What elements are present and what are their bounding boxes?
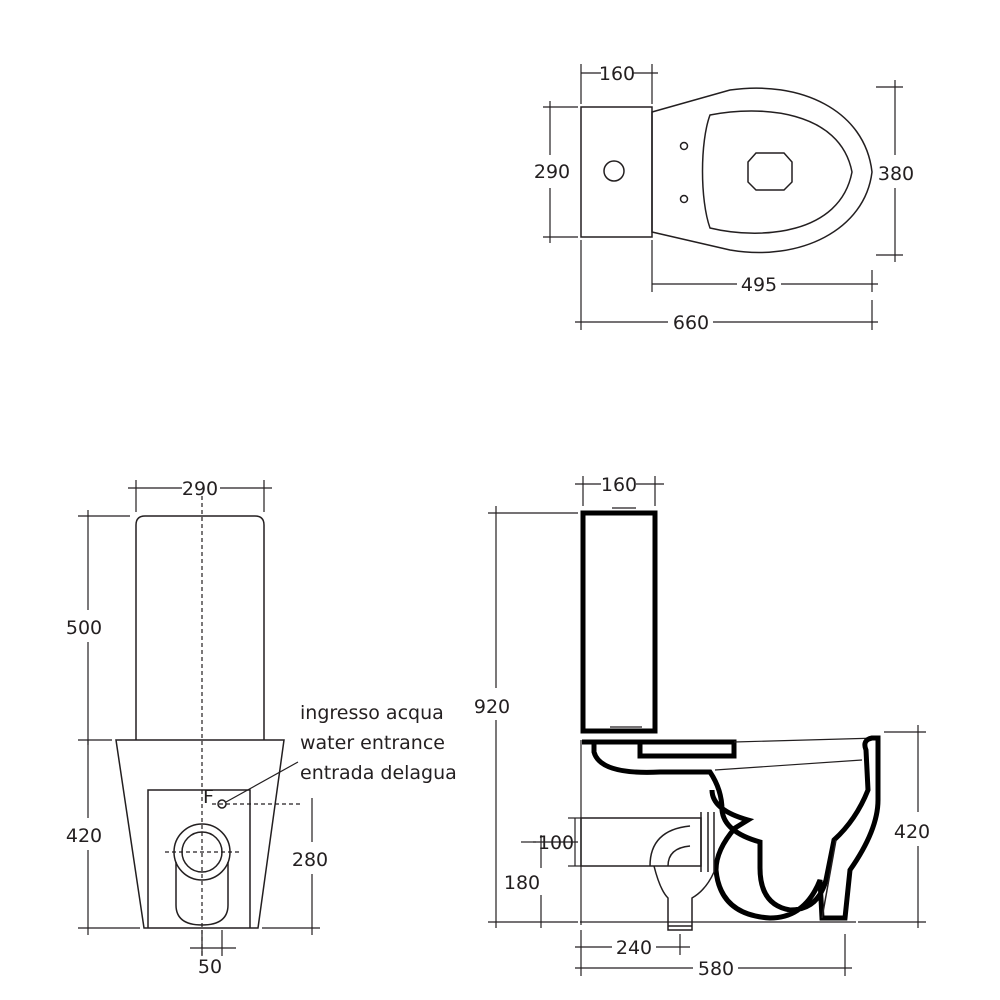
dim-label: 380 bbox=[878, 163, 914, 185]
dim-label: 920 bbox=[474, 696, 510, 718]
dim-top-bowl-length: 495 bbox=[651, 240, 878, 296]
dim-side-outlet-offset: 240 bbox=[575, 930, 690, 959]
top-view-flush-button bbox=[603, 160, 625, 182]
dim-label: 660 bbox=[673, 312, 709, 334]
top-view-hinge-hole bbox=[679, 141, 689, 151]
inlet-marker: F bbox=[203, 786, 214, 808]
front-view-tank bbox=[135, 515, 265, 740]
dim-top-bowl-width: 380 bbox=[876, 80, 914, 262]
dim-label: 100 bbox=[538, 832, 574, 854]
top-view: 160 290 380 495 bbox=[534, 63, 914, 334]
water-inlet-label-it: ingresso acqua bbox=[300, 702, 444, 724]
top-view-bowl-outline bbox=[651, 87, 873, 254]
dim-front-bowl-height: 420 bbox=[66, 740, 140, 935]
dim-side-total-depth: 580 bbox=[575, 934, 852, 980]
water-inlet-label-es: entrada delagua bbox=[300, 762, 457, 784]
dim-label: 160 bbox=[601, 474, 637, 496]
dim-label: 420 bbox=[66, 825, 102, 847]
front-view-bowl bbox=[115, 739, 285, 929]
dim-front-width: 290 bbox=[128, 478, 272, 512]
side-view: 160 920 420 100 bbox=[474, 474, 930, 980]
dim-side-total-height: 920 bbox=[474, 506, 578, 928]
dim-side-bowl-height: 420 bbox=[858, 725, 930, 928]
dim-label: 50 bbox=[198, 956, 222, 978]
dim-top-tank-depth: 160 bbox=[580, 63, 658, 104]
dim-label: 420 bbox=[894, 821, 930, 843]
side-view-seat bbox=[582, 739, 737, 759]
side-view-outlet-pipe bbox=[580, 817, 702, 867]
water-inlet-label-en: water entrance bbox=[300, 732, 445, 754]
dim-label: 160 bbox=[599, 63, 635, 85]
side-view-bowl bbox=[591, 735, 881, 921]
dim-side-outlet-height: 180 bbox=[504, 835, 578, 928]
dim-top-tank-width: 290 bbox=[534, 101, 578, 243]
dim-front-inlet-height: 280 bbox=[262, 798, 328, 935]
front-view: F ingresso acqua water entrance entrada … bbox=[66, 478, 457, 978]
dim-front-inlet-offset: 50 bbox=[190, 930, 236, 978]
inlet-leader bbox=[225, 761, 299, 803]
dim-label: 500 bbox=[66, 617, 102, 639]
dim-label: 495 bbox=[741, 274, 777, 296]
front-view-pedestal bbox=[147, 789, 251, 928]
side-view-tank bbox=[580, 510, 658, 734]
dim-front-tank-height: 500 bbox=[66, 510, 130, 745]
top-view-seat bbox=[701, 110, 853, 234]
top-view-hinge-hole bbox=[679, 194, 689, 204]
dim-label: 280 bbox=[292, 849, 328, 871]
dim-label: 290 bbox=[182, 478, 218, 500]
top-view-tank bbox=[580, 106, 653, 238]
dim-side-tank-depth: 160 bbox=[575, 474, 664, 506]
dim-top-total-length: 660 bbox=[575, 240, 878, 334]
dim-label: 240 bbox=[616, 937, 652, 959]
top-view-drain bbox=[747, 152, 793, 191]
dim-label: 180 bbox=[504, 872, 540, 894]
dim-label: 290 bbox=[534, 161, 570, 183]
dim-label: 580 bbox=[698, 958, 734, 980]
